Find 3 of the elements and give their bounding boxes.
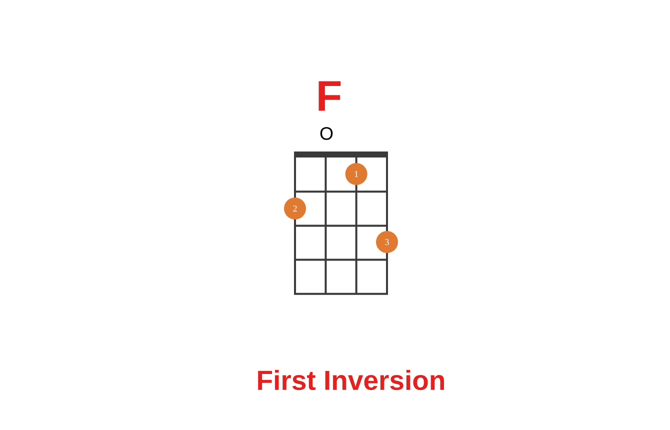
chord-title: F	[318, 81, 341, 111]
open-string-mark: O	[320, 127, 333, 140]
caption: First Inversion	[258, 370, 444, 390]
